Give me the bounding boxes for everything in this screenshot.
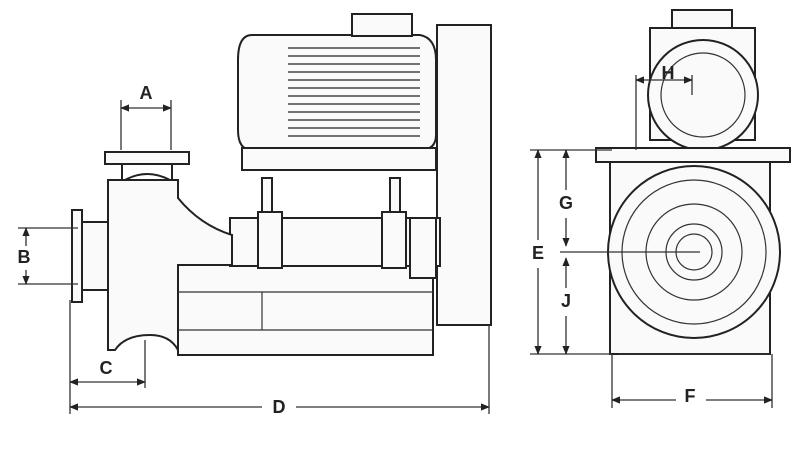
motor-body: [237, 34, 437, 151]
dimension-label-h: H: [662, 63, 675, 83]
bearing-right: [381, 211, 407, 269]
bearing-left: [257, 211, 283, 269]
dimension-label-a: A: [140, 83, 153, 103]
dimension-label-j: J: [561, 291, 571, 311]
dimension-lines: [18, 75, 773, 414]
end-motor-outer: [647, 39, 759, 151]
end-mount-plate: [595, 147, 791, 163]
inlet-nozzle: [79, 221, 109, 291]
bearing-plate: [436, 24, 492, 326]
inlet-flange: [71, 209, 83, 303]
dimension-label-e: E: [532, 243, 544, 263]
base-frame: [177, 264, 434, 356]
dimension-label-g: G: [559, 193, 573, 213]
dimension-label-b: B: [18, 247, 31, 267]
motor-mount: [241, 147, 437, 171]
dimension-label-f: F: [685, 386, 696, 406]
dimension-label-c: C: [100, 358, 113, 378]
dimension-label-d: D: [273, 397, 286, 417]
terminal-box: [351, 13, 413, 37]
motor-fins: [288, 47, 420, 137]
pump-side-view: [71, 13, 492, 356]
discharge-flange: [104, 151, 190, 165]
coupling: [409, 217, 437, 279]
pump-casing: [107, 179, 233, 351]
pump-end-view: [595, 9, 791, 355]
